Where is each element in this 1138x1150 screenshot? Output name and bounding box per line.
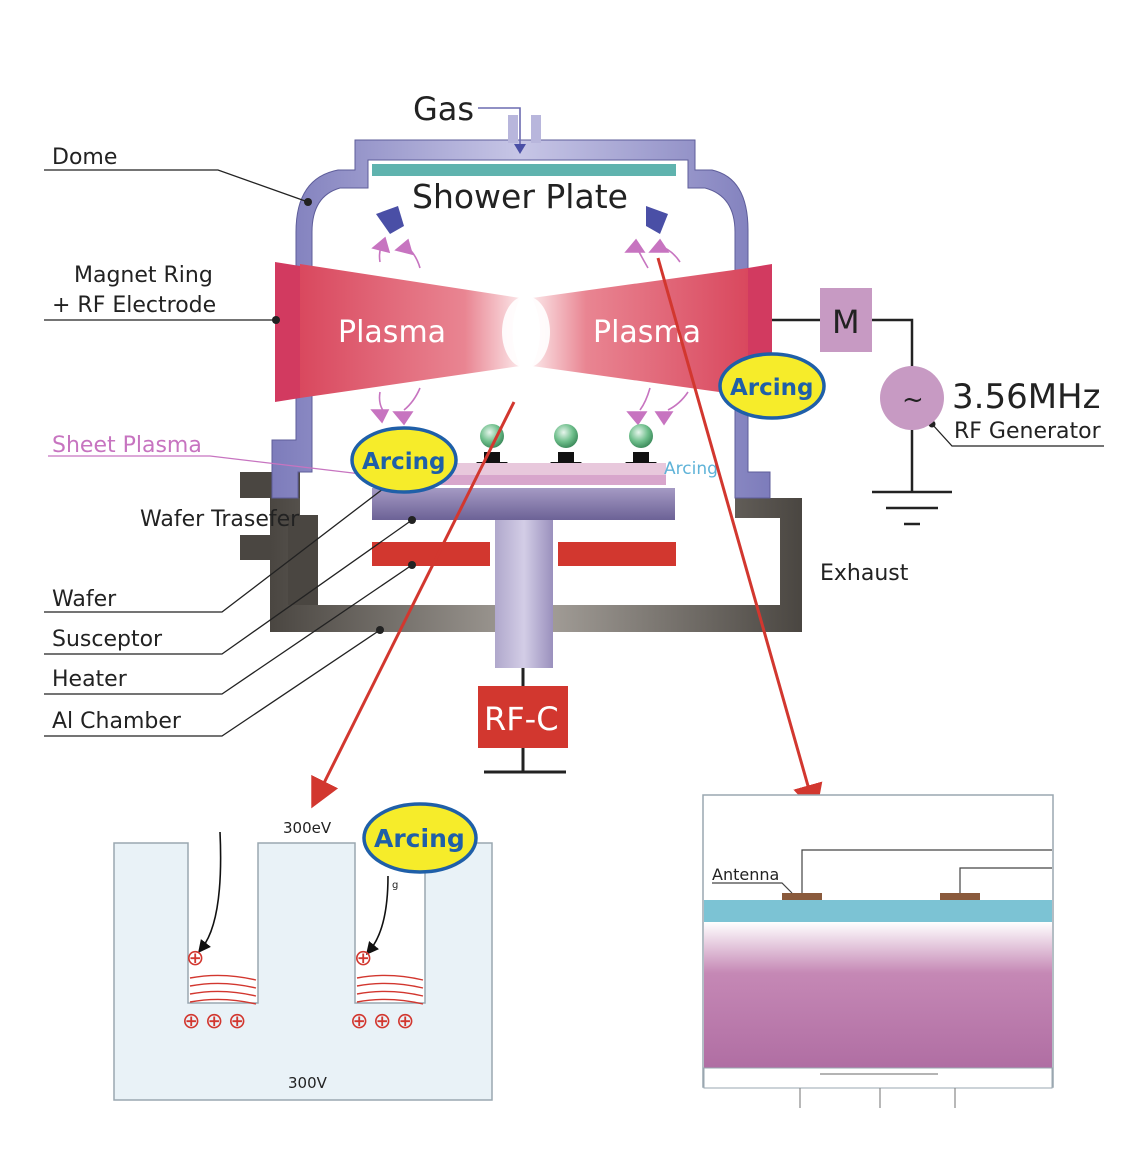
rf-circuit-wires (772, 318, 1104, 526)
inset-antenna: Antenna (702, 794, 1054, 1108)
pointer-arrow-right (656, 257, 823, 815)
sheet-plasma-layer (384, 475, 666, 485)
inset-top-energy: 300eV (283, 819, 332, 837)
plasma-left-region (300, 264, 520, 398)
shower-plate (372, 164, 676, 176)
antenna-label: Antenna (712, 865, 779, 884)
wafer-label: Wafer (52, 587, 117, 612)
gas-flow-arrow-right (646, 206, 668, 234)
svg-text:Arcing: Arcing (362, 449, 446, 475)
shower-plate-label: Shower Plate (412, 177, 628, 216)
susceptor-stem (495, 520, 553, 668)
arcing-small-label: Arcing (664, 459, 718, 479)
ac-symbol: ~ (902, 385, 924, 415)
dome-label: Dome (52, 145, 117, 170)
leader-dots (272, 198, 936, 634)
ion-symbol: ⊕ (396, 1009, 414, 1034)
arcing-badge-right: Arcing (718, 352, 826, 420)
magnet-ring-label: Magnet Ring (74, 263, 213, 288)
gas-label: Gas (413, 90, 474, 128)
susceptor-label: Susceptor (52, 627, 163, 652)
rf-c-box (478, 686, 568, 748)
gas-flow-arrow-left (376, 206, 404, 234)
ion-flow-arrows (370, 236, 689, 426)
plasma-left-label: Plasma (338, 315, 446, 350)
ion-symbol: ⊕ (354, 946, 372, 971)
matcher-box (820, 288, 872, 352)
magnet-ring-left (275, 262, 300, 402)
susceptor-body (372, 488, 675, 520)
heater-left (372, 542, 490, 566)
dome (271, 115, 771, 499)
rf-electrode-label: + RF Electrode (52, 293, 216, 318)
rf-c-label: RF-C (484, 700, 559, 738)
inset-small-mark: g (392, 880, 398, 891)
svg-text:Arcing: Arcing (374, 824, 465, 853)
ion-symbol: ⊕ (182, 1009, 200, 1034)
sheet-plasma-label: Sheet Plasma (52, 433, 202, 458)
ion-symbol: ⊕ (228, 1009, 246, 1034)
svg-text:Arcing: Arcing (730, 375, 814, 401)
plasma-right-region (532, 268, 748, 396)
ion-symbol: ⊕ (186, 946, 204, 971)
ion-symbol: ⊕ (373, 1009, 391, 1034)
frequency-label: 3.56MHz (952, 377, 1100, 417)
inset-trench: 300eV 300V g ⊕ ⊕ ⊕ ⊕ ⊕ ⊕ ⊕ ⊕ Arcing (113, 802, 493, 1101)
antenna-element (782, 893, 822, 900)
ion-symbol: ⊕ (205, 1009, 223, 1034)
rf-c-ground (484, 668, 566, 774)
ion-symbol: ⊕ (350, 1009, 368, 1034)
exhaust-label: Exhaust (820, 561, 909, 586)
inset-bottom-voltage: 300V (288, 1074, 328, 1092)
pointer-arrow-left (311, 401, 516, 809)
wafer-transfer-label: Wafer Trasefer (140, 507, 300, 532)
heater-right (558, 542, 676, 566)
rf-generator-icon (880, 366, 944, 430)
leader-lines (44, 169, 413, 737)
matcher-label: M (832, 303, 860, 341)
arcing-badge-inset: Arcing (362, 802, 478, 874)
rf-generator-label: RF Generator (954, 419, 1102, 444)
al-chamber-label: Al Chamber (52, 709, 182, 734)
heater-label: Heater (52, 667, 128, 692)
antenna-element (940, 893, 980, 900)
plasma-right-label: Plasma (593, 315, 701, 350)
arcing-badge-left: Arcing (350, 426, 458, 494)
